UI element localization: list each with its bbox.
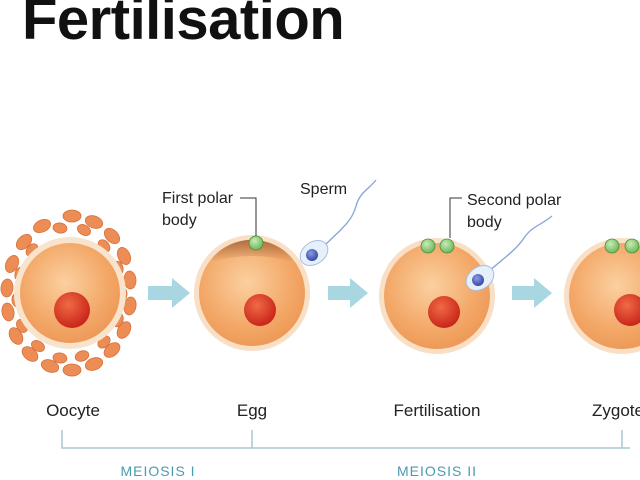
label-fertilisation: Fertilisation xyxy=(394,401,481,420)
second-polar-label-line2: body xyxy=(467,214,502,231)
label-egg: Egg xyxy=(237,401,267,420)
arrow-fertilisation-to-zygote xyxy=(512,278,552,308)
fertilisation-nucleus xyxy=(428,296,460,328)
corona-radiata xyxy=(0,209,137,377)
sperm-approaching xyxy=(299,179,377,266)
arrow-oocyte-to-egg xyxy=(148,278,190,308)
first-polar-pointer xyxy=(240,197,257,236)
meiosis-bracket xyxy=(61,430,630,449)
sperm-head xyxy=(306,249,318,261)
second-polar-label-line1: Second polar xyxy=(467,192,562,209)
arrow-egg-to-fertilisation xyxy=(328,278,368,308)
second-polar-pointer xyxy=(449,197,462,238)
oocyte-cell xyxy=(0,209,137,377)
label-oocyte: Oocyte xyxy=(46,401,100,420)
meiosis-2-label: MEIOSIS II xyxy=(397,463,477,479)
second-polar-body xyxy=(439,238,455,254)
page-title: Fertilisation xyxy=(22,0,345,52)
zygote-cell xyxy=(564,238,640,354)
first-polar-body xyxy=(248,235,264,251)
egg-cell xyxy=(194,235,310,351)
zygote-nucleus xyxy=(614,294,640,326)
label-zygote: Zygote xyxy=(592,401,640,420)
first-polar-label-line2: body xyxy=(162,212,197,229)
oocyte-nucleus xyxy=(54,292,90,328)
fertilisation-cell xyxy=(379,238,495,354)
first-polar-body-2 xyxy=(420,238,436,254)
sperm-head-2 xyxy=(472,274,484,286)
sperm-label: Sperm xyxy=(300,181,347,198)
egg-nucleus xyxy=(244,294,276,326)
sperm-penetrating xyxy=(465,215,553,291)
first-polar-label-line1: First polar xyxy=(162,190,234,207)
meiosis-1-label: MEIOSIS I xyxy=(120,463,195,479)
